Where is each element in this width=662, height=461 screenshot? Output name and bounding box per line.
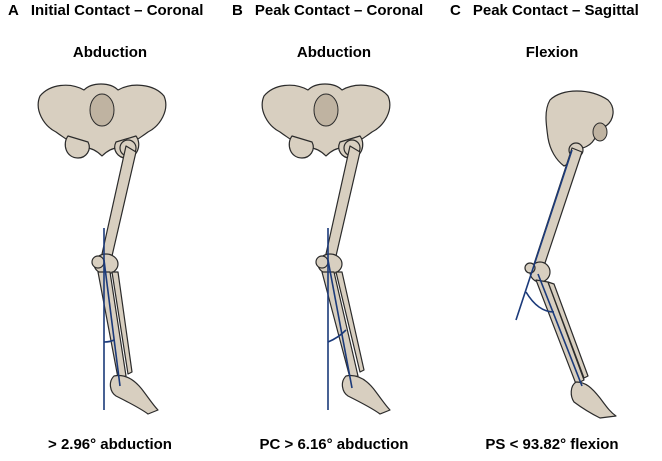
panel-c-title: Peak Contact – Sagittal <box>473 2 639 19</box>
panel-a-letter: A <box>8 2 19 19</box>
panel-c-motion: Flexion <box>442 44 662 61</box>
skeleton-leg-coronal-b <box>224 76 444 426</box>
panel-b-motion: Abduction <box>224 44 444 61</box>
panel-b-letter: B <box>232 2 243 19</box>
panel-b-title: Peak Contact – Coronal <box>255 2 423 19</box>
panel-b-header: B Peak Contact – Coronal <box>232 2 423 19</box>
panel-c-letter: C <box>450 2 461 19</box>
panel-c-caption: PS < 93.82° flexion <box>442 436 662 453</box>
skeleton-leg-coronal-a <box>0 76 220 426</box>
panel-a: A Initial Contact – Coronal Abduction > 2… <box>0 0 220 461</box>
panel-a-caption: > 2.96° abduction <box>0 436 220 453</box>
panel-b-caption: PC > 6.16° abduction <box>224 436 444 453</box>
panel-a-title: Initial Contact – Coronal <box>31 2 204 19</box>
panel-c-header: C Peak Contact – Sagittal <box>450 2 639 19</box>
panel-c: C Peak Contact – Sagittal Flexion PS < 93… <box>442 0 662 461</box>
panel-b: B Peak Contact – Coronal Abduction PC > 6… <box>224 0 444 461</box>
skeleton-leg-sagittal-c <box>442 76 662 426</box>
panel-a-header: A Initial Contact – Coronal <box>8 2 203 19</box>
panel-a-motion: Abduction <box>0 44 220 61</box>
